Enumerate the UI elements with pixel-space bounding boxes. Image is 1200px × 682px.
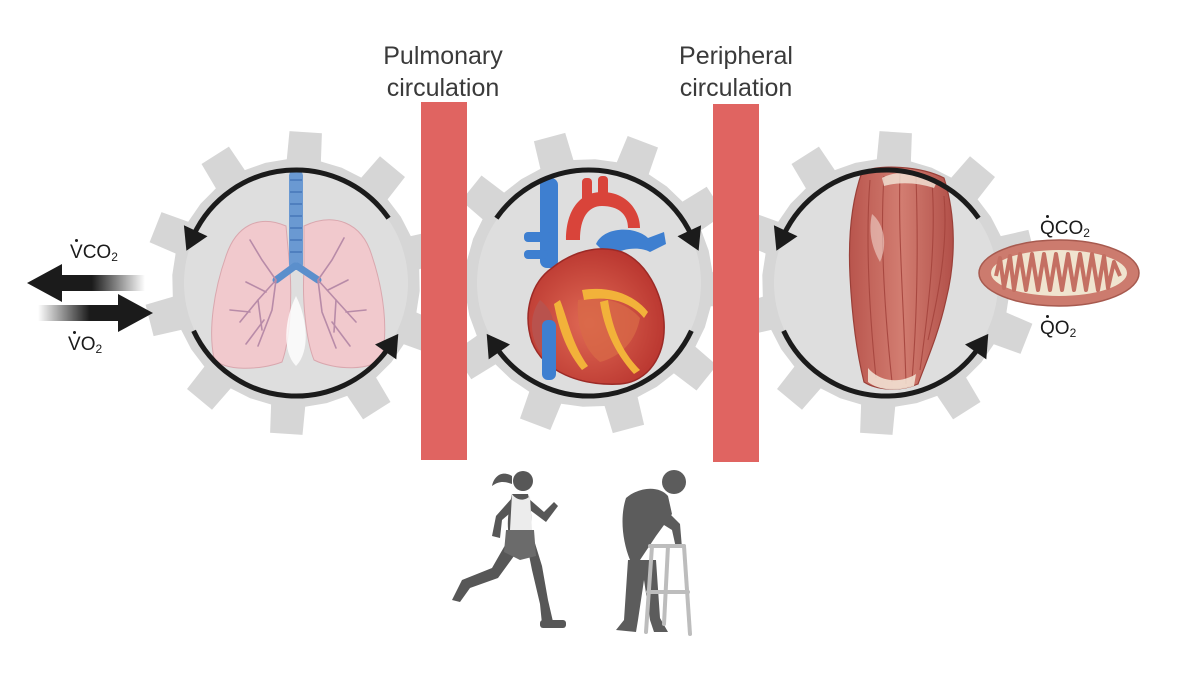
left-gear-bottom-arrow — [191, 329, 391, 399]
peripheral-label-line2: circulation — [679, 74, 793, 102]
ventilation-arrows — [27, 264, 153, 332]
qo2-subscript: 2 — [1069, 326, 1077, 340]
circulation-arrows — [183, 167, 989, 399]
exhale-arrow-icon — [27, 264, 145, 302]
vco2-gas: CO — [82, 242, 112, 263]
left-gear-bottom-arrow-head-icon — [375, 333, 399, 360]
left-gear-top-arrow-head-icon — [183, 225, 208, 251]
lungs-illustration — [211, 170, 386, 369]
qco2-symbol: Q — [1040, 215, 1055, 239]
mitochondrion-illustration — [978, 239, 1140, 307]
peripheral-circulation-label: Peripheral circulation — [626, 40, 846, 104]
vo2-label: VO2 — [68, 331, 103, 356]
middle-gear-top-arrow — [494, 167, 694, 237]
runner-shorts — [504, 530, 536, 560]
runner-top — [510, 494, 532, 530]
peripheral-label-line1: Peripheral — [679, 42, 793, 70]
qco2-subscript: 2 — [1083, 226, 1090, 240]
pulmonary-circulation-label: Pulmonary circulation — [333, 40, 553, 104]
peripheral-circulation-barrier — [713, 104, 759, 462]
pulmonary-label-line2: circulation — [386, 74, 500, 102]
qco2-gas: CO — [1054, 218, 1084, 239]
vco2-subscript: 2 — [111, 250, 118, 264]
middle-gear-top-arrow-head-icon — [677, 225, 702, 251]
heart-illustration — [524, 176, 666, 385]
middle-gear-bottom-arrow-head-icon — [486, 333, 510, 360]
elderly-walker-silhouette — [616, 470, 686, 632]
pulmonary-circulation-barrier — [421, 102, 467, 460]
pulmonary-label-line1: Pulmonary — [383, 42, 503, 70]
inhale-arrow-icon — [38, 294, 153, 332]
middle-gear-bottom-arrow — [494, 329, 694, 399]
muscle-illustration — [848, 166, 954, 390]
vo2-gas: O — [80, 334, 96, 355]
right-gear-bottom-arrow — [781, 329, 981, 399]
qo2-gas: O — [1054, 318, 1070, 339]
right-gear-top-arrow-head-icon — [773, 225, 798, 251]
walker-frame — [644, 544, 692, 636]
qo2-symbol: Q — [1040, 315, 1055, 339]
qo2-label: QO2 — [1040, 315, 1077, 340]
vco2-symbol: V — [70, 239, 83, 263]
qco2-label: QCO2 — [1040, 215, 1090, 240]
left-gear-top-arrow — [191, 167, 391, 237]
right-gear-bottom-arrow-head-icon — [965, 333, 989, 360]
right-gear-top-arrow — [781, 167, 981, 237]
vco2-label: VCO2 — [70, 239, 118, 264]
vo2-symbol: V — [68, 331, 81, 355]
vo2-subscript: 2 — [95, 342, 103, 356]
